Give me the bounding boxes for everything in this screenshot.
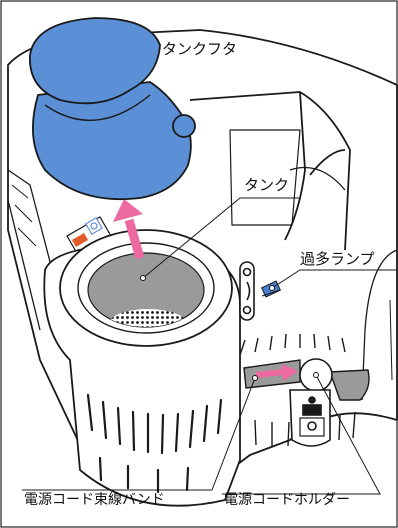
cord-band-label: 電源コード束線バンド (24, 492, 165, 508)
tank-lid-label: タンクフタ (162, 40, 237, 58)
cord-holder-label: 電源コードホルダー (224, 492, 350, 508)
lamp-switch (240, 262, 254, 320)
tank-label: タンク (244, 176, 289, 194)
overflow-lamp-label: 過多ランプ (300, 250, 375, 268)
